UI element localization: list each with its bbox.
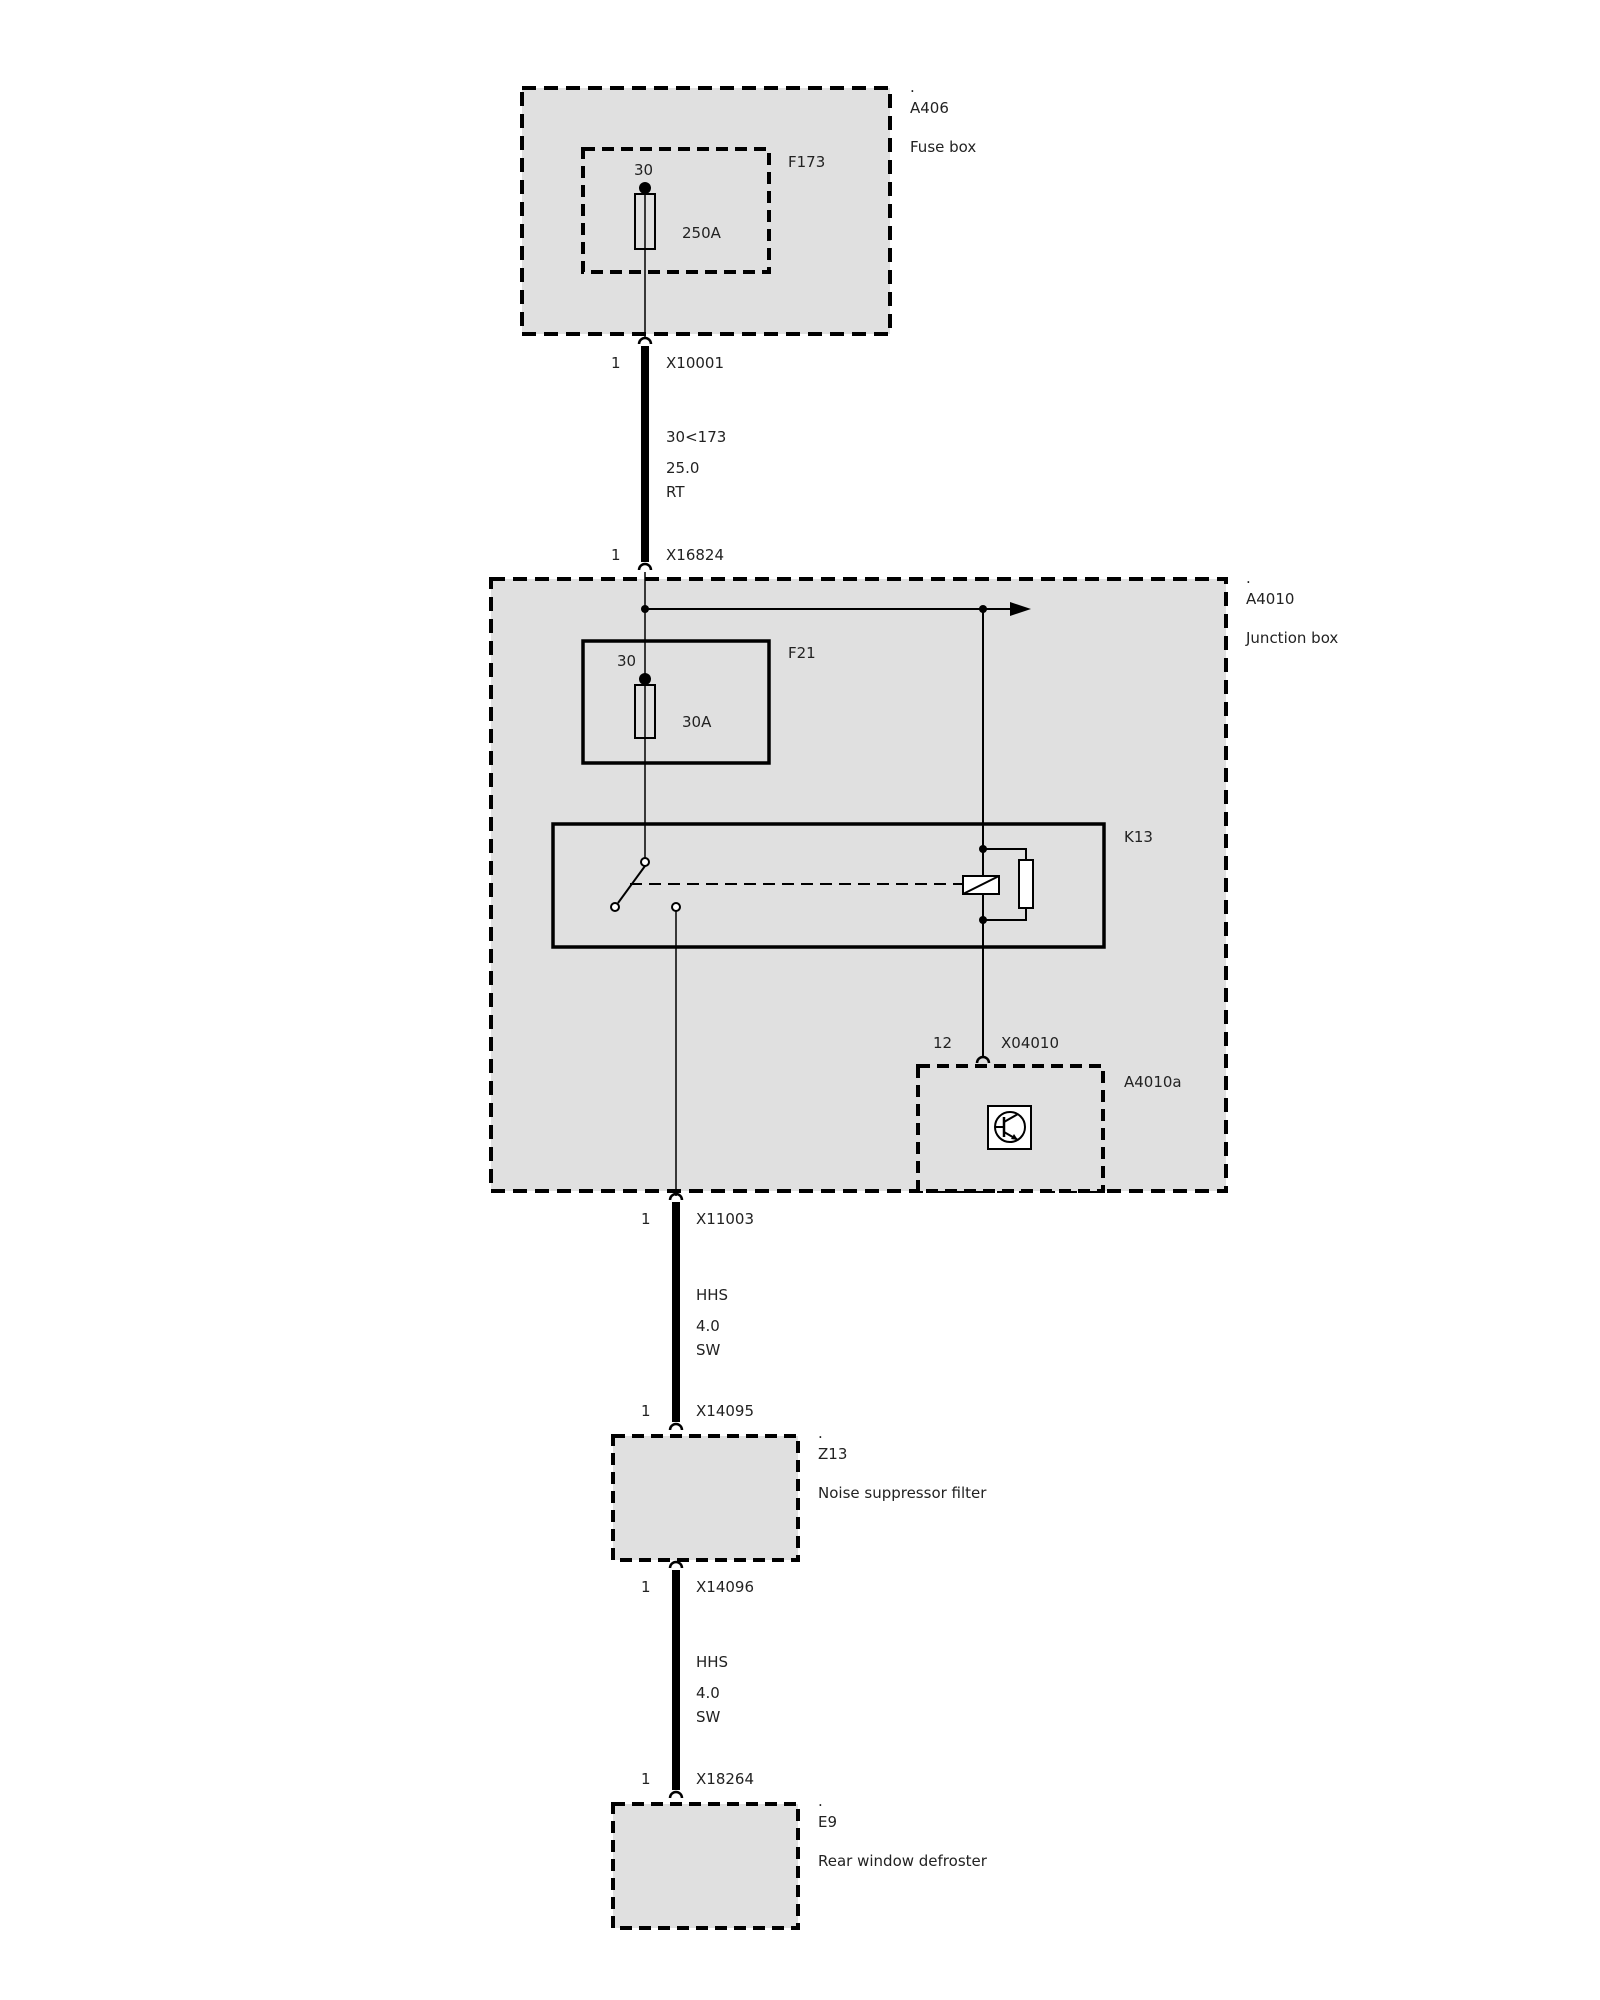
relay-coil-icon: [962, 609, 1034, 1056]
x14096-pin: 1: [641, 1578, 651, 1596]
x10001-id: X10001: [666, 354, 724, 372]
wire-2-color: SW: [696, 1341, 721, 1359]
z13-id: Z13: [818, 1445, 847, 1463]
wire-2-circuit: HHS: [696, 1286, 728, 1304]
connector-icon: [668, 1790, 684, 1799]
f21-terminal: 30: [617, 652, 636, 670]
connector-x14096[interactable]: 1 X14096: [641, 1560, 754, 1596]
z13-desc: Noise suppressor filter: [818, 1484, 987, 1502]
f173-id: F173: [788, 153, 825, 171]
component-a4010a[interactable]: A4010a: [916, 1064, 1182, 1193]
connector-icon: [668, 1192, 684, 1201]
wire-3[interactable]: HHS 4.0 SW: [672, 1570, 728, 1790]
e9-desc: Rear window defroster: [818, 1852, 988, 1870]
wire-2[interactable]: HHS 4.0 SW: [672, 1202, 728, 1422]
wire-1-circuit: 30<173: [666, 428, 726, 446]
x11003-pin: 1: [641, 1210, 651, 1228]
f21-rating: 30A: [682, 713, 712, 731]
e9-dot: .: [818, 1792, 823, 1810]
component-k13[interactable]: K13: [551, 609, 1153, 1056]
z13-dot: .: [818, 1424, 823, 1442]
transistor-icon: [987, 1105, 1032, 1150]
wire-2-size: 4.0: [696, 1317, 720, 1335]
a4010a-box[interactable]: [916, 1064, 1105, 1193]
relay-switch-icon: [610, 857, 963, 912]
a406-id: A406: [910, 99, 949, 117]
a4010a-id: A4010a: [1124, 1073, 1182, 1091]
x10001-pin: 1: [611, 354, 621, 372]
connector-icon: [668, 1560, 684, 1569]
arrow-right-icon: [1010, 602, 1031, 616]
f173-rating: 250A: [682, 224, 722, 242]
connector-icon: [637, 562, 653, 571]
component-f173[interactable]: F173 30 250A: [581, 147, 825, 274]
f21-id: F21: [788, 644, 816, 662]
connector-icon: [668, 1422, 684, 1431]
wire-1[interactable]: 30<173 25.0 RT: [641, 346, 726, 562]
f173-terminal: 30: [634, 161, 653, 179]
connector-x11003[interactable]: 1 X11003: [641, 1192, 754, 1228]
x11003-id: X11003: [696, 1210, 754, 1228]
a4010-id: A4010: [1246, 590, 1294, 608]
x18264-pin: 1: [641, 1770, 651, 1788]
a4010-desc: Junction box: [1245, 629, 1338, 647]
z13-box[interactable]: [611, 1434, 800, 1562]
e9-id: E9: [818, 1813, 837, 1831]
a406-dot: .: [910, 78, 915, 96]
x14096-id: X14096: [696, 1578, 754, 1596]
component-z13[interactable]: . Z13 Noise suppressor filter: [611, 1424, 987, 1562]
component-f21[interactable]: F21 30 30A: [581, 639, 816, 765]
wire-1-color: RT: [666, 483, 685, 501]
connector-x18264[interactable]: 1 X18264: [641, 1770, 754, 1799]
internal-bus: [641, 572, 1031, 680]
connector-x04010[interactable]: 12 X04010: [933, 1034, 1059, 1064]
x18264-id: X18264: [696, 1770, 754, 1788]
component-a406[interactable]: . A406 Fuse box: [520, 78, 976, 336]
x16824-id: X16824: [666, 546, 724, 564]
e9-box[interactable]: [611, 1802, 800, 1930]
x04010-pin: 12: [933, 1034, 952, 1052]
a406-desc: Fuse box: [910, 138, 976, 156]
component-e9[interactable]: . E9 Rear window defroster: [611, 1792, 988, 1930]
k13-box[interactable]: [551, 822, 1106, 949]
connector-icon: [975, 1055, 991, 1064]
wire-1-size: 25.0: [666, 459, 699, 477]
x16824-pin: 1: [611, 546, 621, 564]
x04010-id: X04010: [1001, 1034, 1059, 1052]
f173-box[interactable]: [581, 147, 771, 274]
fuse-icon: [634, 182, 656, 250]
connector-icon: [637, 336, 653, 345]
connector-x16824[interactable]: 1 X16824: [611, 546, 724, 571]
x14095-pin: 1: [641, 1402, 651, 1420]
a406-box[interactable]: [520, 86, 892, 336]
a4010-dot: .: [1246, 569, 1251, 587]
x14095-id: X14095: [696, 1402, 754, 1420]
connector-x10001[interactable]: 1 X10001: [611, 336, 724, 372]
connector-x14095[interactable]: 1 X14095: [641, 1402, 754, 1431]
k13-id: K13: [1124, 828, 1153, 846]
wire-3-circuit: HHS: [696, 1653, 728, 1671]
wire-3-color: SW: [696, 1708, 721, 1726]
wire-3-size: 4.0: [696, 1684, 720, 1702]
f21-box[interactable]: [581, 639, 771, 765]
